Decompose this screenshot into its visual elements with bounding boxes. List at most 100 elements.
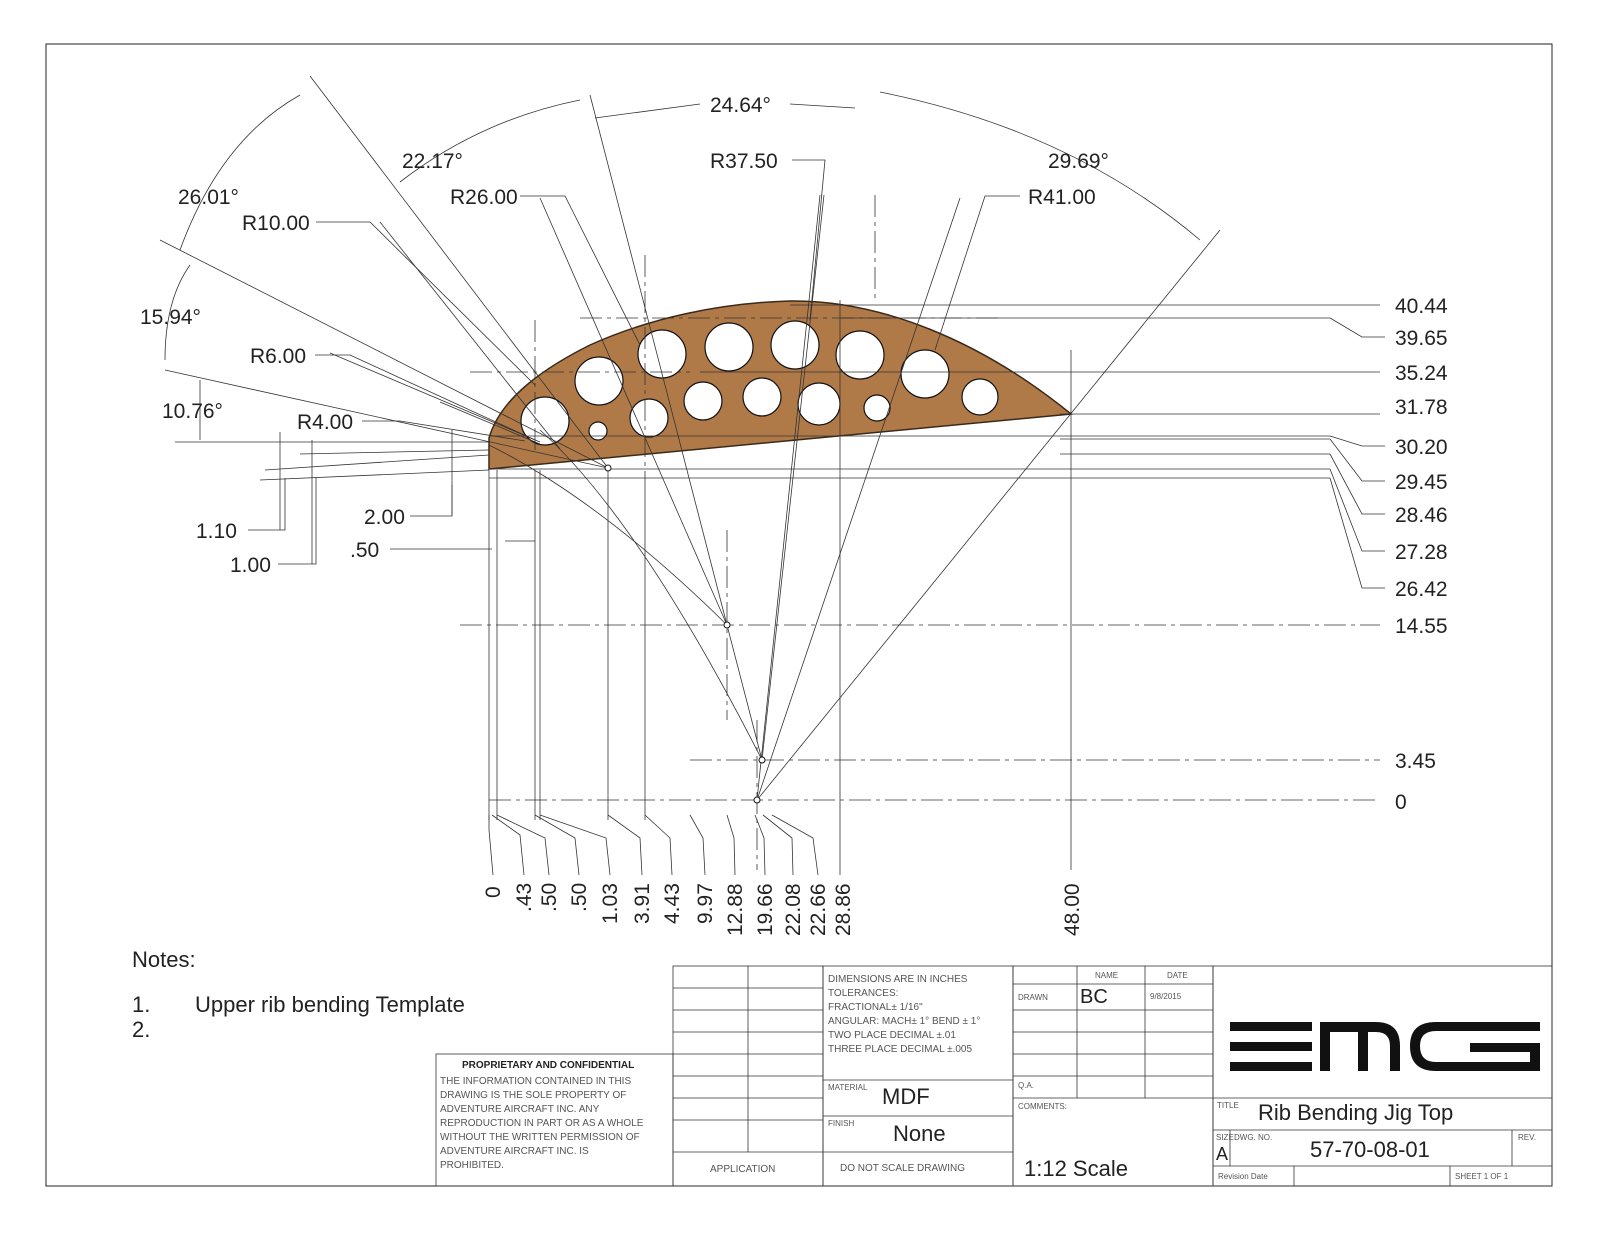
scale-value: 1:12 Scale [1024,1156,1128,1181]
svg-text:THE INFORMATION CONTAINED IN T: THE INFORMATION CONTAINED IN THIS [440,1076,631,1087]
small-dim: 1.10 [196,520,237,543]
lightening-hole [588,421,608,441]
horizontal-dim: 22.66 [807,883,830,936]
vertical-dim: 26.42 [1395,578,1448,601]
finish-value: None [893,1121,946,1146]
horizontal-dim: 4.43 [661,883,684,924]
lightening-hole [574,356,624,406]
vertical-dimensions: 40.44 39.65 35.24 31.78 30.20 29.45 28.4… [1395,295,1448,814]
finish-label: FINISH [828,1119,854,1128]
angle-dim: 10.76° [162,400,223,423]
sheet-number: SHEET 1 OF 1 [1455,1172,1509,1181]
drawn-label: DRAWN [1018,993,1048,1002]
vertical-dim: 35.24 [1395,362,1448,385]
vertical-dim: 40.44 [1395,295,1448,318]
notes: Notes: 1. Upper rib bending Template 2. [132,947,465,1042]
svg-text:PROHIBITED.: PROHIBITED. [440,1160,504,1171]
lightening-hole [637,329,687,379]
title-block: PROPRIETARY AND CONFIDENTIAL THE INFORMA… [435,965,1553,1187]
size-label: SIZE [1216,1133,1234,1142]
do-not-scale-label: DO NOT SCALE DRAWING [840,1163,965,1174]
horizontal-dimensions: 0 .43 .50 .50 1.03 3.91 4.43 9.97 12.88 … [482,883,1084,936]
drawn-date: 9/8/2015 [1150,992,1182,1001]
note-number: 1. [132,992,150,1017]
radius-dim: R6.00 [250,345,306,368]
lightening-hole [863,394,891,422]
application-label: APPLICATION [710,1164,775,1175]
horizontal-dim: 3.91 [631,883,654,924]
lightening-hole [797,382,841,426]
lightening-hole [770,320,820,370]
horizontal-dim: 48.00 [1061,883,1084,936]
svg-text:ADVENTURE AIRCRAFT INC. IS: ADVENTURE AIRCRAFT INC. IS [440,1146,589,1157]
title-label: TITLE [1217,1101,1239,1110]
proprietary-heading: PROPRIETARY AND CONFIDENTIAL [462,1060,634,1071]
svg-text:DRAWING IS THE SOLE PROPERTY O: DRAWING IS THE SOLE PROPERTY OF [440,1090,626,1101]
radius-dim: R41.00 [1028,186,1096,209]
horizontal-dim: 12.88 [724,883,747,936]
angle-dim: 15.94° [140,306,201,329]
emg-logo [1230,1022,1540,1071]
svg-text:FRACTIONAL± 1/16": FRACTIONAL± 1/16" [828,1002,923,1013]
horizontal-dim: 9.97 [694,883,717,924]
radius-dim: R26.00 [450,186,518,209]
svg-text:THREE PLACE DECIMAL ±.005: THREE PLACE DECIMAL ±.005 [828,1044,972,1055]
name-header: NAME [1095,971,1118,980]
construction-lines [159,75,1385,876]
small-dimensions: 1.10 1.00 2.00 .50 [196,506,405,577]
dimensions-note: DIMENSIONS ARE IN INCHES TOLERANCES: FRA… [828,974,980,1055]
size-value: A [1216,1144,1228,1164]
radius-dimensions: R10.00 R26.00 R37.50 R41.00 R6.00 R4.00 [242,150,1096,434]
material-value: MDF [882,1084,930,1109]
vertical-dim: 0 [1395,791,1407,814]
horizontal-dim: .43 [513,883,536,912]
horizontal-dim: 0 [482,886,505,898]
angle-dim: 29.69° [1048,150,1109,173]
dwg-no-label: DWG. NO. [1234,1133,1272,1142]
radius-dim: R4.00 [297,411,353,434]
rev-label: REV. [1518,1133,1536,1142]
revision-date-label: Revision Date [1218,1172,1268,1181]
comments-label: COMMENTS: [1018,1102,1067,1111]
svg-text:ADVENTURE AIRCRAFT INC. ANY: ADVENTURE AIRCRAFT INC. ANY [440,1104,600,1115]
horizontal-dim: .50 [538,883,561,912]
horizontal-dim: .50 [568,883,591,912]
vertical-dim: 28.46 [1395,504,1448,527]
note-number: 2. [132,1017,150,1042]
angle-dim: 24.64° [710,94,771,117]
proprietary-text: THE INFORMATION CONTAINED IN THIS DRAWIN… [440,1076,644,1171]
radius-dim: R37.50 [710,150,778,173]
date-header: DATE [1167,971,1188,980]
rib-template-part [488,300,1073,470]
qa-label: Q.A. [1018,1081,1034,1090]
small-dim: 2.00 [364,506,405,529]
lightening-hole [961,378,999,416]
vertical-dim: 14.55 [1395,615,1448,638]
dwg-no-value: 57-70-08-01 [1310,1137,1430,1162]
vertical-dim: 30.20 [1395,436,1448,459]
lightening-hole [683,381,723,421]
lightening-hole [835,330,885,380]
angle-dim: 26.01° [178,186,239,209]
small-dim: .50 [350,539,379,562]
horizontal-dim: 19.66 [754,883,777,936]
svg-text:WITHOUT THE WRITTEN PERMISSION: WITHOUT THE WRITTEN PERMISSION OF [440,1132,640,1143]
horizontal-dim: 22.08 [782,883,805,936]
angle-dim: 22.17° [402,150,463,173]
svg-text:TOLERANCES:: TOLERANCES: [828,988,898,999]
radius-dim: R10.00 [242,212,310,235]
material-label: MATERIAL [828,1083,868,1092]
small-dim: 1.00 [230,554,271,577]
svg-text:TWO PLACE DECIMAL ±.01: TWO PLACE DECIMAL ±.01 [828,1030,956,1041]
notes-heading: Notes: [132,947,196,972]
svg-text:DIMENSIONS ARE IN INCHES: DIMENSIONS ARE IN INCHES [828,974,968,985]
drawing-title: Rib Bending Jig Top [1258,1100,1453,1125]
vertical-dim: 39.65 [1395,327,1448,350]
lightening-hole [900,349,950,399]
svg-text:REPRODUCTION IN PART OR AS A W: REPRODUCTION IN PART OR AS A WHOLE [440,1118,644,1129]
lightening-hole [629,398,669,438]
vertical-dim: 27.28 [1395,541,1448,564]
vertical-dim: 3.45 [1395,750,1436,773]
lightening-hole [520,396,570,446]
